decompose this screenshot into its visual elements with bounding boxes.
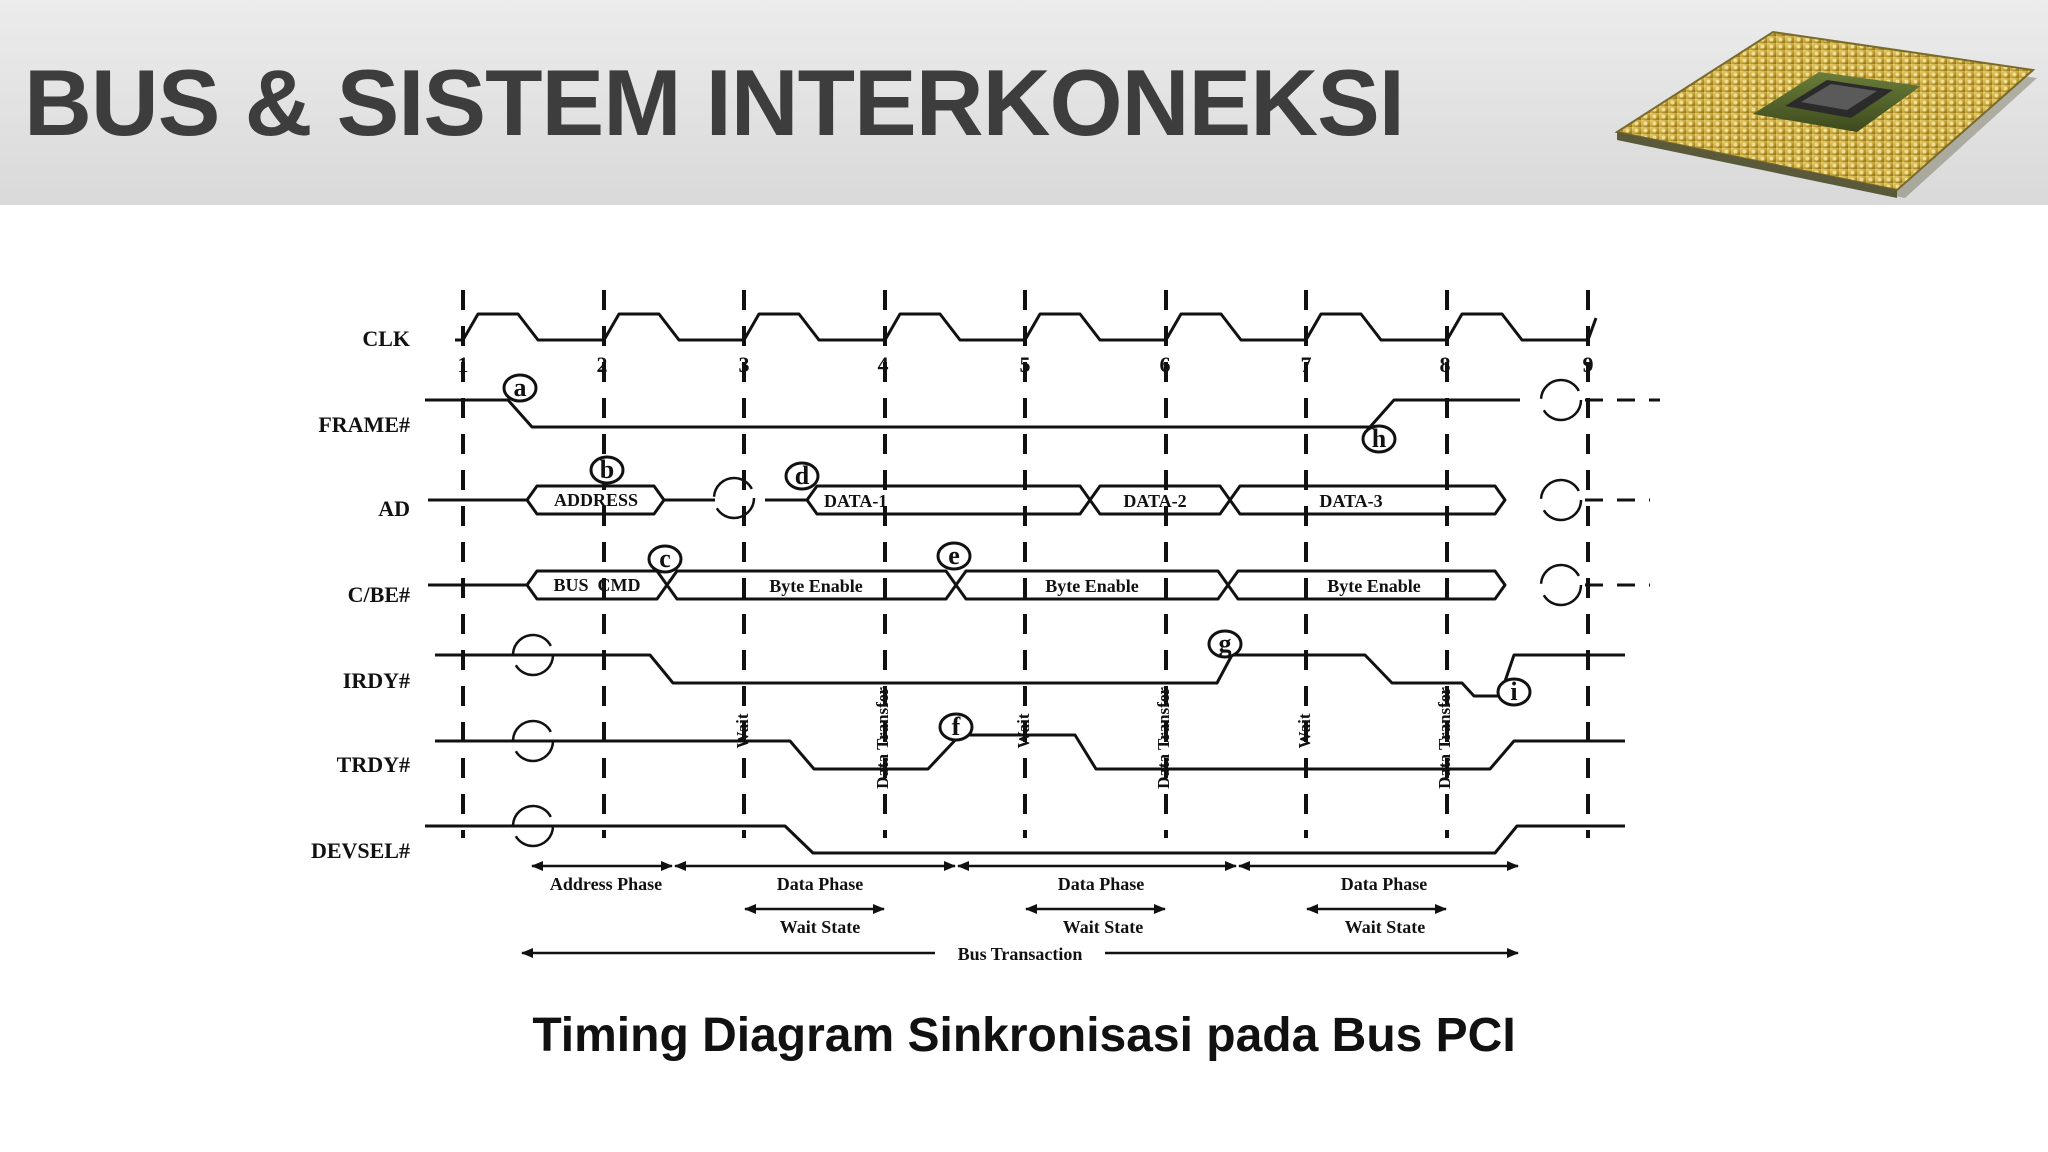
- ad-value-label: DATA-1: [824, 491, 887, 511]
- event-markers: a b c d e f g h i: [502, 373, 1532, 742]
- event-marker-c: c: [647, 544, 683, 574]
- signal-label-devsel: DEVSEL#: [311, 838, 410, 863]
- ad-value-label: DATA-2: [1123, 491, 1186, 511]
- event-marker-h: h: [1361, 424, 1397, 454]
- event-marker-e: e: [936, 541, 972, 571]
- event-letter: d: [795, 461, 810, 490]
- event-letter: f: [952, 712, 961, 741]
- ad-value-label: ADDRESS: [554, 490, 638, 510]
- tick-label: 4: [878, 352, 889, 377]
- devsel-waveform: [425, 824, 1625, 855]
- sample-loop-markers: [511, 378, 1583, 848]
- ad-value-label: DATA-3: [1319, 491, 1382, 511]
- data-transfer-note: Data Transfer: [1154, 687, 1173, 789]
- tick-label: 5: [1020, 352, 1031, 377]
- event-letter: i: [1510, 677, 1517, 706]
- event-letter: e: [948, 541, 960, 570]
- clock-edge-guides: [461, 290, 1590, 838]
- loop-marker-frame: [1539, 378, 1583, 422]
- diagram-caption: Timing Diagram Sinkronisasi pada Bus PCI: [532, 1009, 1516, 1062]
- phase-label: Data Phase: [777, 874, 864, 894]
- event-marker-b: b: [589, 455, 625, 485]
- event-marker-a: a: [502, 373, 538, 403]
- cbe-value-label: Byte Enable: [1327, 576, 1421, 596]
- cbe-value-label: Byte Enable: [769, 576, 863, 596]
- event-letter: c: [659, 544, 671, 573]
- clk-waveform: [455, 312, 1598, 342]
- loop-marker-ad: [712, 476, 756, 520]
- frame-waveform: [425, 398, 1520, 429]
- slide-title: BUS & SISTEM INTERKONEKSI: [24, 50, 1405, 155]
- vertical-notes: Wait Data Transfer Wait Data Transfer Wa…: [733, 687, 1454, 789]
- tick-label: 8: [1440, 352, 1451, 377]
- bus-value-labels: ADDRESS DATA-1 DATA-2 DATA-3 BUS CMD Byt…: [553, 490, 1420, 596]
- loop-marker-cbe-end: [1539, 563, 1583, 607]
- data-transfer-note: Data Transfer: [1435, 687, 1454, 789]
- event-letter: a: [514, 373, 527, 402]
- event-letter: h: [1372, 424, 1387, 453]
- waveforms: [425, 312, 1660, 855]
- tick-label: 9: [1583, 352, 1594, 377]
- bus-transaction-label: Bus Transaction: [958, 944, 1083, 964]
- signal-label-irdy: IRDY#: [343, 668, 410, 693]
- wait-state-label: Wait State: [780, 917, 861, 937]
- data-transfer-note: Data Transfer: [873, 687, 892, 789]
- tick-label: 1: [458, 352, 469, 377]
- signal-labels: CLK FRAME# AD C/BE# IRDY# TRDY# DEVSEL#: [311, 326, 410, 863]
- wait-note: Wait: [1014, 713, 1033, 748]
- slide-header: BUS & SISTEM INTERKONEKSI: [0, 0, 2048, 205]
- loop-marker-irdy: [511, 633, 555, 677]
- event-letter: b: [600, 455, 614, 484]
- tick-label: 7: [1301, 352, 1312, 377]
- wait-state-label: Wait State: [1345, 917, 1426, 937]
- cbe-value-label: BUS CMD: [553, 575, 640, 595]
- event-letter: g: [1219, 629, 1232, 658]
- loop-marker-devsel: [511, 804, 555, 848]
- signal-label-trdy: TRDY#: [337, 752, 410, 777]
- clock-tick-labels: 1 2 3 4 5 6 7 8 9: [458, 352, 1594, 377]
- ad-data-3-cell: [1228, 484, 1507, 516]
- tick-label: 6: [1160, 352, 1171, 377]
- cpu-chip-icon: [1614, 30, 2037, 198]
- tick-label: 2: [597, 352, 608, 377]
- signal-label-ad: AD: [378, 496, 410, 521]
- signal-label-cbe: C/BE#: [348, 582, 410, 607]
- phase-label: Address Phase: [550, 874, 662, 894]
- wait-note: Wait: [733, 713, 752, 748]
- loop-marker-ad-end: [1539, 478, 1583, 522]
- wait-note: Wait: [1295, 713, 1314, 748]
- phase-arrows: [521, 861, 1519, 958]
- event-marker-d: d: [784, 461, 820, 491]
- event-marker-i: i: [1496, 677, 1532, 707]
- loop-marker-trdy: [511, 719, 555, 763]
- signal-label-clk: CLK: [362, 326, 410, 351]
- wait-state-label: Wait State: [1063, 917, 1144, 937]
- signal-label-frame: FRAME#: [318, 412, 410, 437]
- phase-label: Data Phase: [1058, 874, 1145, 894]
- phase-label: Data Phase: [1341, 874, 1428, 894]
- cbe-byte-enable-cell-3: [1226, 569, 1507, 601]
- trdy-waveform: [435, 733, 1625, 771]
- phase-labels: Address Phase Data Phase Data Phase Data…: [550, 874, 1427, 964]
- event-marker-f: f: [938, 712, 974, 742]
- tick-label: 3: [739, 352, 750, 377]
- cbe-value-label: Byte Enable: [1045, 576, 1139, 596]
- event-marker-g: g: [1207, 629, 1243, 659]
